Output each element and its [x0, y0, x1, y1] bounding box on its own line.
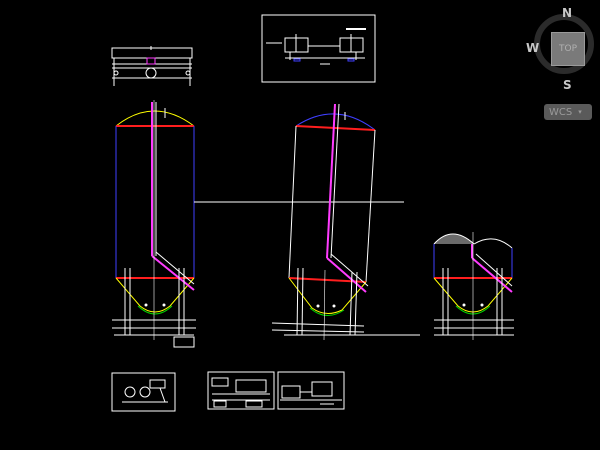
- tank-right: [433, 232, 514, 340]
- viewcube[interactable]: N S W TOP: [526, 6, 600, 92]
- chevron-down-icon: ▾: [578, 108, 582, 116]
- plan-view-top-left: [111, 46, 193, 86]
- detail-box-bottom-1: [111, 372, 176, 412]
- wcs-dropdown[interactable]: WCS ▾: [544, 104, 592, 120]
- viewcube-top-face[interactable]: TOP: [551, 32, 585, 66]
- compass-west-label[interactable]: W: [526, 41, 540, 55]
- tank-left: [112, 100, 196, 348]
- compass-south-label[interactable]: S: [563, 78, 572, 92]
- detail-box-bottom-3: [277, 371, 345, 410]
- compass-north-label[interactable]: N: [562, 6, 573, 20]
- detail-box-top: [261, 14, 376, 83]
- compass-ring-icon[interactable]: [534, 14, 594, 74]
- tank-middle: [271, 103, 420, 341]
- wcs-label: WCS: [549, 106, 573, 118]
- detail-box-bottom-2: [207, 371, 275, 410]
